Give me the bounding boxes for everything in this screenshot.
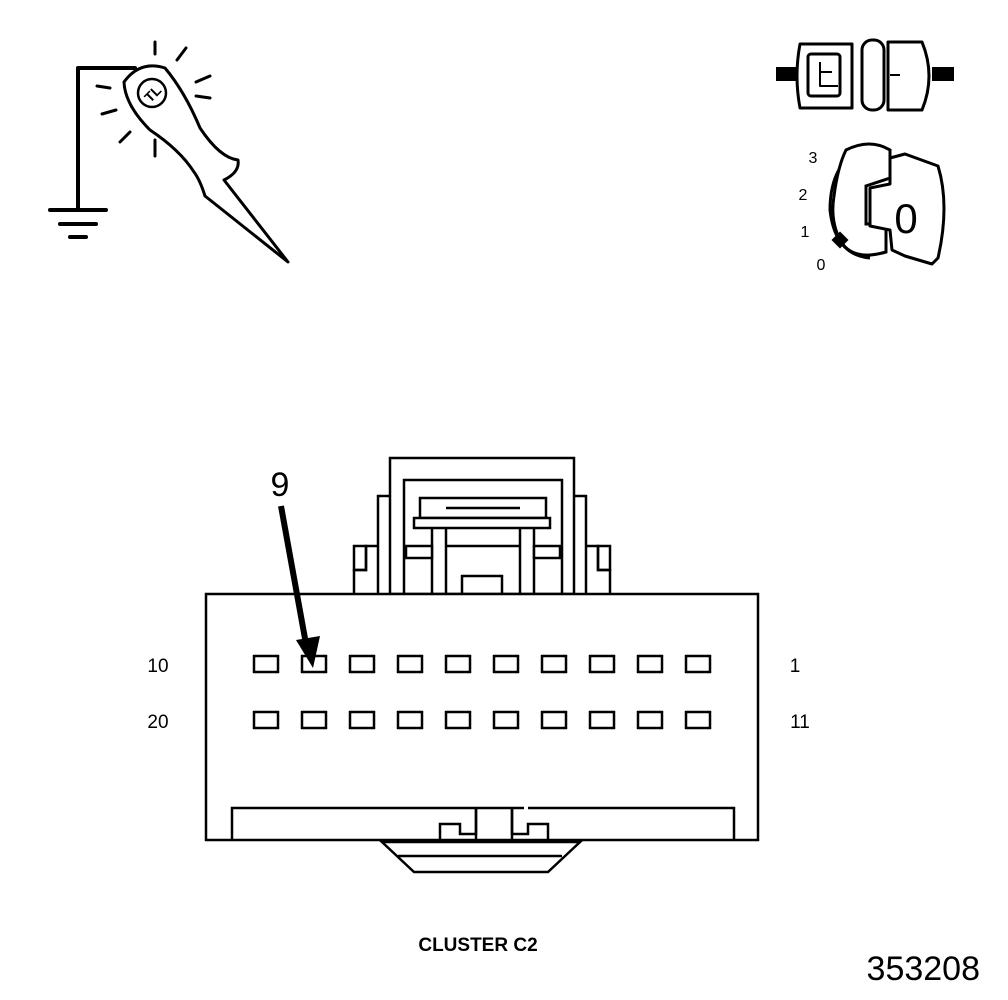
- pin-label-10: 10: [147, 656, 168, 677]
- pin-cavities: [252, 654, 712, 730]
- pin-cavity-18: [348, 710, 376, 730]
- pin-cavity-8: [348, 654, 376, 674]
- pin-9-callout-arrow: [278, 505, 320, 668]
- key-position-label: 0: [894, 195, 917, 242]
- pin-cavity-15: [492, 710, 520, 730]
- pin-label-1: 1: [790, 656, 801, 677]
- pin-cavity-3: [588, 654, 616, 674]
- connector-lock-tab: [352, 456, 612, 596]
- connector-bottom-key: [230, 806, 736, 874]
- pin-label-11: 11: [790, 712, 810, 733]
- pin-cavity-7: [396, 654, 424, 674]
- ignition-switch-icon: 0 3 2 1 0: [799, 142, 946, 274]
- pin-callout-label: 9: [271, 466, 290, 504]
- test-light-to-ground-icon: TL: [48, 40, 290, 264]
- pin-cavity-5: [492, 654, 520, 674]
- pin-cavity-17: [396, 710, 424, 730]
- figure-number: 353208: [867, 950, 980, 988]
- ignition-position-2: 2: [799, 187, 808, 204]
- connector-name: CLUSTER C2: [418, 935, 537, 956]
- connector-body: [204, 592, 760, 842]
- key-position-marker-icon: [831, 231, 849, 249]
- pin-cavity-20: [252, 710, 280, 730]
- pin-cavity-11: [684, 710, 712, 730]
- pin-cavity-13: [588, 710, 616, 730]
- pin-cavity-2: [636, 654, 664, 674]
- pin-cavity-4: [540, 654, 568, 674]
- ignition-position-1: 1: [801, 224, 810, 241]
- test-light-probe-icon: TL: [122, 64, 290, 264]
- pin-cavity-10: [252, 654, 280, 674]
- cluster-c2-connector: [204, 456, 760, 874]
- pin-label-20: 20: [147, 712, 168, 733]
- pin-cavity-12: [636, 710, 664, 730]
- ignition-position-3: 3: [809, 150, 818, 167]
- pin-cavity-14: [540, 710, 568, 730]
- pin-cavity-6: [444, 654, 472, 674]
- ignition-position-0: 0: [817, 257, 826, 274]
- pin-cavity-1: [684, 654, 712, 674]
- pin-cavity-19: [300, 710, 328, 730]
- pin-cavity-16: [444, 710, 472, 730]
- ground-symbol-icon: [48, 66, 137, 239]
- connector-disconnect-icon: [776, 38, 954, 112]
- light-rays-icon: [95, 40, 212, 158]
